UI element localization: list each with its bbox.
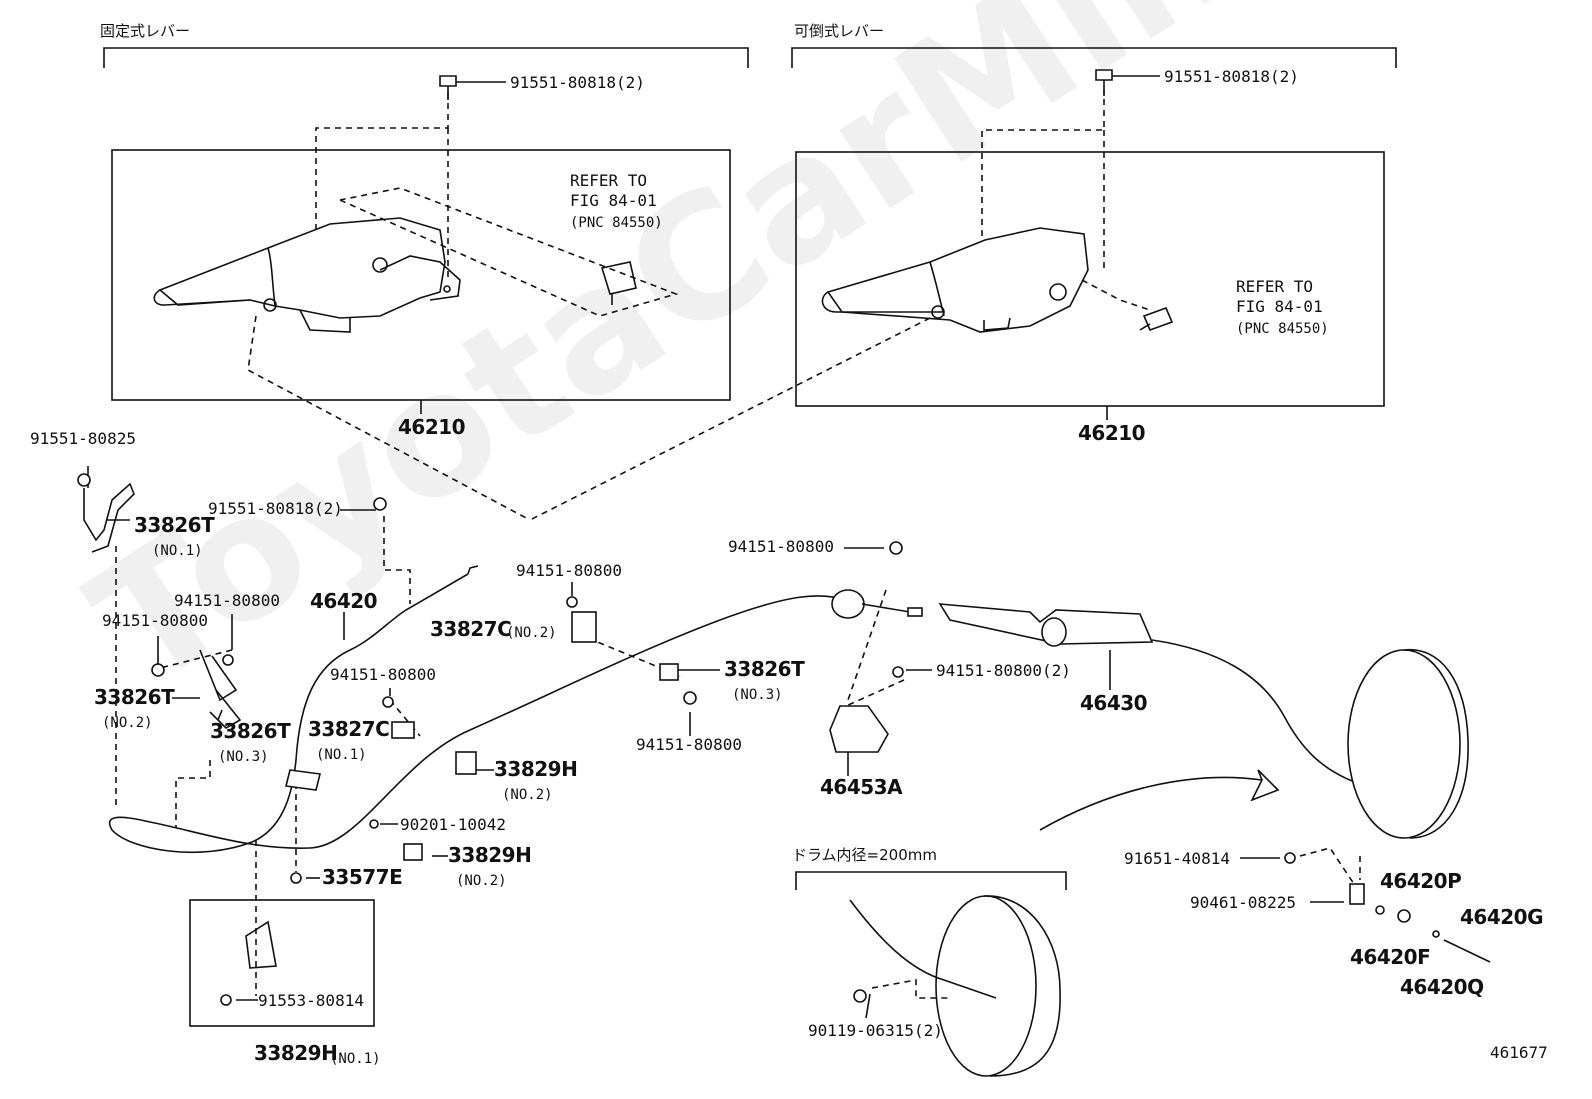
bolt-top-left [439,75,457,100]
part-label: 94151-80800 [636,735,742,754]
part-label: 33827C [430,617,512,641]
part-label: 94151-80800(2) [936,661,1071,680]
drum-header-bracket [795,871,1067,890]
part-label: 91553-80814 [258,991,364,1010]
part-label: 91551-80825 [30,429,136,448]
rear-cable-46430 [938,603,1419,803]
right-switch-shape [1139,306,1174,332]
header-drum-diameter: ドラム内径=200mm [792,846,937,864]
part-label: 33577E [322,865,403,889]
part-label: 94151-80800 [102,611,208,630]
part-label: (NO.1) [152,543,203,559]
part-label: (NO.2) [502,787,553,803]
part-label: 33826T [94,685,175,709]
part-label: 90119-06315(2) [808,1021,943,1040]
part-label: 46210 [1078,421,1146,445]
equalizer-shape [831,589,923,619]
drum-bottom [849,895,1061,1077]
bracket-46453A [829,705,889,753]
part-label: 33829H [494,757,578,781]
part-label: 33826T [134,513,215,537]
figure-number: 461677 [1490,1043,1548,1062]
part-label: 91551-80818(2) [208,499,343,518]
part-label: 33829H [448,843,532,867]
part-label: 90461-08225 [1190,893,1296,912]
part-label: 46420F [1350,945,1431,969]
refer-left-line3: (PNC 84550) [570,215,663,231]
part-label: 94151-80800 [330,665,436,684]
refer-right-line3: (PNC 84550) [1236,321,1329,337]
part-label: 46210 [398,415,466,439]
header-folding-lever: 可倒式レバー [794,22,885,40]
part-label: 46420Q [1400,975,1484,999]
part-label: 94151-80800 [516,561,622,580]
part-label: (NO.3) [732,687,783,703]
right-header-bracket [791,47,1397,68]
refer-left-line1: REFER TO [570,171,648,190]
clip-33829H-shape [245,920,277,969]
part-label: 94151-80800 [174,591,280,610]
refer-left-line2: FIG 84-01 [570,191,657,210]
front-cable [108,565,847,854]
right-lever-box [795,151,1385,407]
refer-right-line2: FIG 84-01 [1236,297,1323,316]
part-label: (NO.2) [102,715,153,731]
part-label: 91551-80818(2) [1164,67,1299,86]
part-label: 91551-80818(2) [510,73,645,92]
part-label: (NO.3) [218,749,269,765]
left-header-bracket [103,47,749,68]
bolt-top-right [1095,69,1113,96]
part-label: 33827C [308,717,390,741]
drum-right [1347,648,1469,839]
refer-right-line1: REFER TO [1236,277,1314,296]
part-label: 46453A [820,775,903,799]
part-label: (NO.2) [456,873,507,889]
header-fixed-lever: 固定式レバー [100,22,191,40]
part-label: 94151-80800 [728,537,834,556]
bottom-clip-box [189,899,375,1027]
part-label: (NO.2) [506,625,557,641]
part-label: (NO.1) [330,1051,381,1067]
part-label: 33829H [254,1041,338,1065]
part-label: 90201-10042 [400,815,506,834]
part-label: 46420 [310,589,378,613]
part-label: 46430 [1080,691,1148,715]
left-switch-shape [600,261,637,305]
left-lever-shape [153,217,461,333]
right-lever-shape [821,227,1089,333]
part-label: 91651-40814 [1124,849,1230,868]
part-label: 33826T [210,719,291,743]
part-label: 46420G [1460,905,1544,929]
part-label: 46420P [1380,869,1462,893]
direction-arrow [1039,769,1280,831]
fastener-icons [77,473,1440,1006]
part-label: 33826T [724,657,805,681]
part-label: (NO.1) [316,747,367,763]
